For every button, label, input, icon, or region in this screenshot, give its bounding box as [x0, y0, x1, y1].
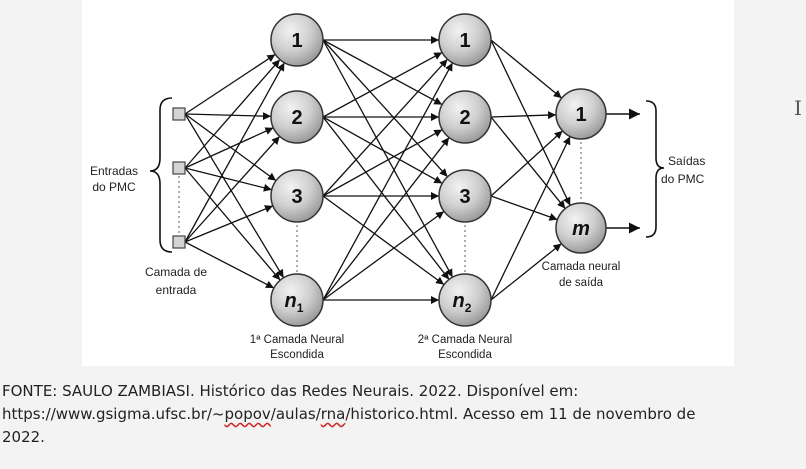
- hidden1-neuron-1: [270, 13, 324, 67]
- inputs-label-line2: do PMC: [92, 180, 136, 194]
- connection-input-hidden1: [184, 167, 281, 281]
- connection-hidden2-output: [490, 111, 557, 120]
- connection-hidden2-output: [490, 39, 563, 99]
- connection-input-hidden1: [184, 112, 272, 121]
- connection-hidden1-hidden2: [322, 116, 450, 280]
- input-layer-label-line2: entrada: [156, 283, 197, 297]
- connection-input-hidden1: [184, 59, 281, 169]
- connection-hidden2-output: [490, 39, 571, 206]
- hidden2-label-line2: Escondida: [438, 349, 492, 361]
- connection-input-hidden1: [184, 127, 274, 169]
- connections-group: [184, 36, 640, 304]
- hidden1-neuron-3: [270, 169, 324, 223]
- hidden2-neuron-2-label: 2: [459, 107, 470, 129]
- hidden1-label-line2: Escondida: [270, 349, 324, 361]
- connection-hidden2-output: [490, 243, 562, 301]
- connection-hidden1-hidden2: [322, 62, 454, 301]
- output-layer-label-line1: Camada neural: [542, 261, 621, 273]
- text-cursor-icon: I: [794, 96, 802, 120]
- connection-input-hidden1: [184, 113, 285, 279]
- hidden1-neuron-3-label: 3: [291, 186, 302, 208]
- figure-background: [82, 0, 734, 366]
- input-layer-group: [172, 107, 186, 249]
- source-line-2: https://www.gsigma.ufsc.br/~popov/aulas/…: [2, 403, 804, 426]
- hidden1-neuron-1-label: 1: [291, 30, 302, 52]
- output-layer-label-line2: de saída: [559, 277, 604, 289]
- outputs-label-line2: do PMC: [661, 172, 705, 186]
- connection-hidden1-hidden2: [322, 51, 443, 118]
- output-neuron-m-label: m: [572, 218, 590, 240]
- hidden1-neuron-2: [270, 90, 324, 144]
- hidden2-neuron-3-label: 3: [459, 186, 470, 208]
- inputs-label-line1: Entradas: [90, 164, 138, 178]
- connection-hidden2-output: [490, 130, 563, 197]
- source-url-misspelled-1: popov: [224, 405, 271, 423]
- output-neuron-m: [555, 202, 607, 254]
- connection-hidden1-hidden2: [322, 39, 448, 178]
- source-line-1: FONTE: SAULO ZAMBIASI. Histórico das Red…: [2, 382, 579, 400]
- input-node: [172, 107, 186, 121]
- connection-input-hidden1: [184, 135, 281, 243]
- source-url-part-2: /aulas/: [270, 405, 321, 423]
- hidden2-neuron-n2: [438, 273, 492, 327]
- hidden1-neuron-n1: [270, 273, 324, 327]
- hidden1-neuron-n1-label: n1: [285, 290, 304, 315]
- hidden2-neuron-1-label: 1: [459, 30, 470, 52]
- connection-hidden1-hidden2: [322, 129, 443, 197]
- source-url-misspelled-2: rna: [320, 405, 346, 423]
- source-url-part-1: https://www.gsigma.ufsc.br/~: [2, 405, 225, 423]
- connection-input-hidden1: [184, 241, 275, 289]
- output-neuron-1-label: 1: [575, 104, 586, 126]
- connection-input-hidden1: [184, 167, 272, 192]
- outputs-label-line1: Saídas: [668, 154, 705, 168]
- neuron-nodes-group: 1 2 3 n1 1 2 3 n2 1 m: [270, 13, 607, 327]
- hidden1-label-line1: 1ª Camada Neural: [250, 334, 344, 346]
- hidden2-neuron-n2-label: n2: [453, 290, 472, 315]
- input-node: [172, 161, 186, 175]
- hidden2-neuron-2: [438, 90, 492, 144]
- connection-input-hidden1: [184, 53, 276, 115]
- outputs-brace: [645, 100, 665, 238]
- source-citation: FONTE: SAULO ZAMBIASI. Histórico das Red…: [2, 380, 804, 449]
- connection-hidden1-hidden2: [322, 210, 445, 301]
- output-neuron-1: [555, 88, 607, 140]
- connection-hidden2-output: [490, 136, 571, 301]
- connection-hidden2-output: [490, 195, 558, 221]
- connection-hidden1-hidden2: [322, 195, 445, 286]
- hidden2-neuron-1: [438, 13, 492, 67]
- inputs-brace: [149, 97, 173, 253]
- connection-hidden1-hidden2: [322, 39, 454, 278]
- hidden2-label-line1: 2ª Camada Neural: [418, 334, 512, 346]
- connection-input-hidden1: [184, 62, 285, 243]
- source-url-part-3: /historico.html. Acesso em 11 de novembr…: [345, 405, 696, 423]
- connection-input-hidden1: [184, 205, 274, 243]
- connection-hidden1-hidden2: [322, 58, 448, 197]
- neural-network-diagram: 1 2 3 n1 1 2 3 n2 1 m Entradas do PMC Camada de e…: [82, 0, 734, 366]
- input-layer-label-line1: Camada de: [145, 265, 207, 279]
- hidden1-neuron-2-label: 2: [291, 107, 302, 129]
- connection-hidden1-hidden2: [322, 39, 443, 106]
- connection-hidden1-hidden2: [322, 137, 450, 301]
- input-node: [172, 235, 186, 249]
- hidden2-neuron-3: [438, 169, 492, 223]
- source-line-3: 2022.: [2, 428, 45, 446]
